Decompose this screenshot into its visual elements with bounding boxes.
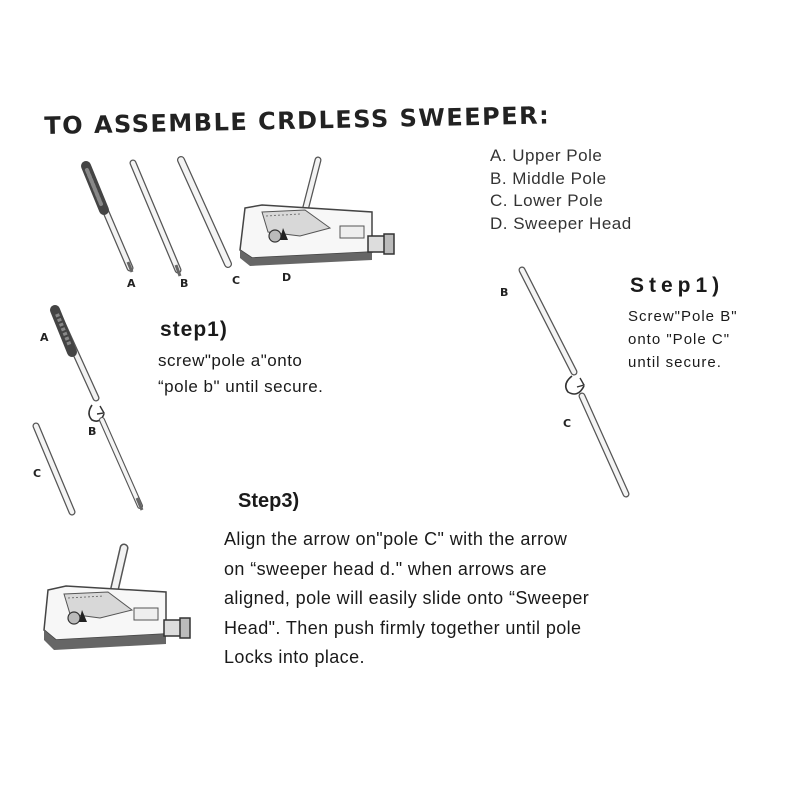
overview-pole-c (177, 156, 232, 268)
step3-sweeper-head (43, 543, 191, 650)
step3-instructions: Align the arrow on"pole C" with the arro… (224, 525, 589, 673)
step1-label-a: A (40, 331, 49, 344)
part-b: B. Middle Pole (490, 168, 607, 188)
overview-label-b: B (180, 277, 189, 290)
step1-instructions: screw"pole a"onto “pole b" until secure. (158, 348, 323, 400)
overview-label-c: C (232, 274, 241, 287)
step2-line-2: onto "Pole C" (628, 331, 731, 348)
step1-heading: step1) (160, 318, 228, 341)
overview-label-d: D (282, 271, 292, 284)
step2-pole-c (578, 392, 630, 498)
step2-line-3: until secure. (628, 354, 722, 371)
step1-line-1: screw"pole a"onto (158, 351, 303, 370)
step1-label-c: C (33, 467, 42, 480)
step2-instructions: Screw"Pole B" onto "Pole C" until secure… (628, 305, 738, 374)
step1-pole-a (50, 305, 100, 402)
step1-label-b: B (88, 425, 97, 438)
step2-pole-b (518, 266, 578, 376)
step1-pole-c (32, 422, 76, 516)
part-c: C. Lower Pole (490, 191, 604, 210)
step3-line-3: aligned, pole will easily slide onto “Sw… (224, 588, 590, 608)
step1-line-2: “pole b" until secure. (158, 377, 324, 396)
step2-label-b: B (500, 286, 509, 299)
step2-connect-arrow (564, 375, 586, 395)
step3-line-2: on “sweeper head d." when arrows are (224, 558, 547, 579)
overview-label-a: A (127, 277, 136, 290)
step2-heading: Step1) (630, 274, 725, 297)
step1-pole-b (99, 417, 144, 511)
step2-label-c: C (563, 417, 572, 430)
overview-sweeper-head-d (239, 156, 395, 266)
step3-line-5: Locks into place. (224, 647, 365, 667)
step3-heading: Step3) (238, 490, 300, 512)
parts-list: A. Upper Pole B. Middle Pole C. Lower Po… (490, 145, 632, 235)
part-d: D. Sweeper Head (490, 213, 632, 233)
step2-line-1: Screw"Pole B" (628, 308, 738, 325)
overview-pole-a (81, 161, 134, 273)
part-a: A. Upper Pole (490, 146, 603, 165)
overview-pole-b (129, 159, 182, 277)
step3-line-4: Head". Then push firmly together until p… (224, 617, 582, 638)
step3-line-1: Align the arrow on"pole C" with the arro… (224, 529, 568, 549)
